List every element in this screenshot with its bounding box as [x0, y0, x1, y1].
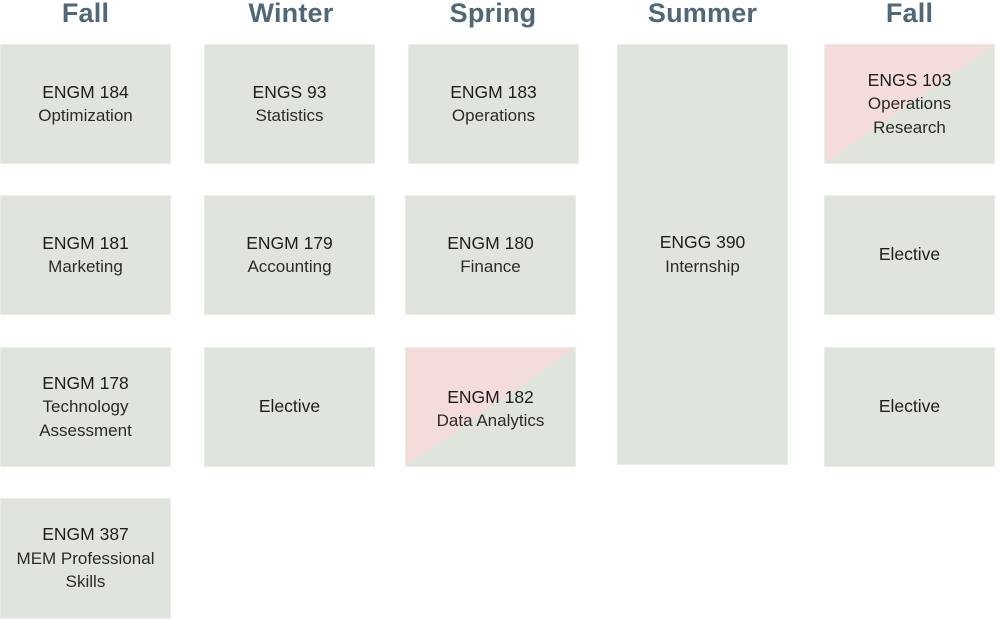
course-card: ENGS 93 Statistics [204, 44, 375, 164]
course-card-internship: ENGG 390 Internship [617, 44, 788, 465]
course-code: ENGM 387 [42, 524, 129, 545]
course-code: ENGM 178 [42, 372, 129, 393]
course-card-highlighted: ENGM 182 Data Analytics [405, 347, 576, 467]
course-code: ENGM 180 [447, 232, 534, 253]
course-code: ENGM 182 [447, 386, 534, 407]
course-name: Technology Assessment [39, 397, 132, 440]
course-card: ENGM 181 Marketing [0, 195, 171, 315]
course-name: Finance [460, 257, 521, 276]
course-card: ENGM 183 Operations [408, 44, 579, 164]
course-code: ENGS 93 [252, 81, 327, 102]
course-code: Elective [258, 396, 321, 417]
course-name: Operations Research [867, 94, 952, 137]
course-name: Internship [665, 256, 740, 276]
course-card: ENGM 179 Accounting [204, 195, 375, 315]
course-card-elective: Elective [824, 347, 995, 467]
course-card-highlighted: ENGS 103 Operations Research [824, 44, 995, 164]
course-card: ENGM 387 MEM Professional Skills [0, 498, 171, 619]
course-code: ENGM 179 [246, 232, 333, 253]
course-name: Accounting [247, 257, 332, 276]
course-code: ENGM 181 [42, 232, 129, 253]
course-code: ENGS 103 [867, 69, 952, 90]
course-name: Statistics [255, 106, 324, 125]
course-card: ENGM 184 Optimization [0, 44, 171, 164]
course-code: ENGM 183 [450, 81, 537, 102]
course-name: MEM Professional Skills [16, 548, 155, 592]
term-header-fall-2: Fall [885, 0, 934, 28]
course-code: ENGG 390 [659, 232, 746, 252]
term-header-spring: Spring [449, 0, 537, 28]
course-code: Elective [878, 244, 941, 265]
course-code: ENGM 184 [42, 81, 129, 102]
course-name: Optimization [38, 106, 133, 125]
course-name: Marketing [48, 257, 123, 276]
course-card-elective: Elective [204, 347, 375, 467]
course-card-elective: Elective [824, 195, 995, 315]
term-header-fall-1: Fall [61, 0, 110, 28]
course-code: Elective [878, 396, 941, 417]
course-name: Data Analytics [436, 411, 545, 430]
course-card: ENGM 180 Finance [405, 195, 576, 315]
term-header-summer: Summer [647, 0, 758, 28]
term-header-winter: Winter [248, 0, 334, 28]
course-name: Operations [451, 106, 536, 125]
course-card: ENGM 178 Technology Assessment [0, 347, 171, 467]
